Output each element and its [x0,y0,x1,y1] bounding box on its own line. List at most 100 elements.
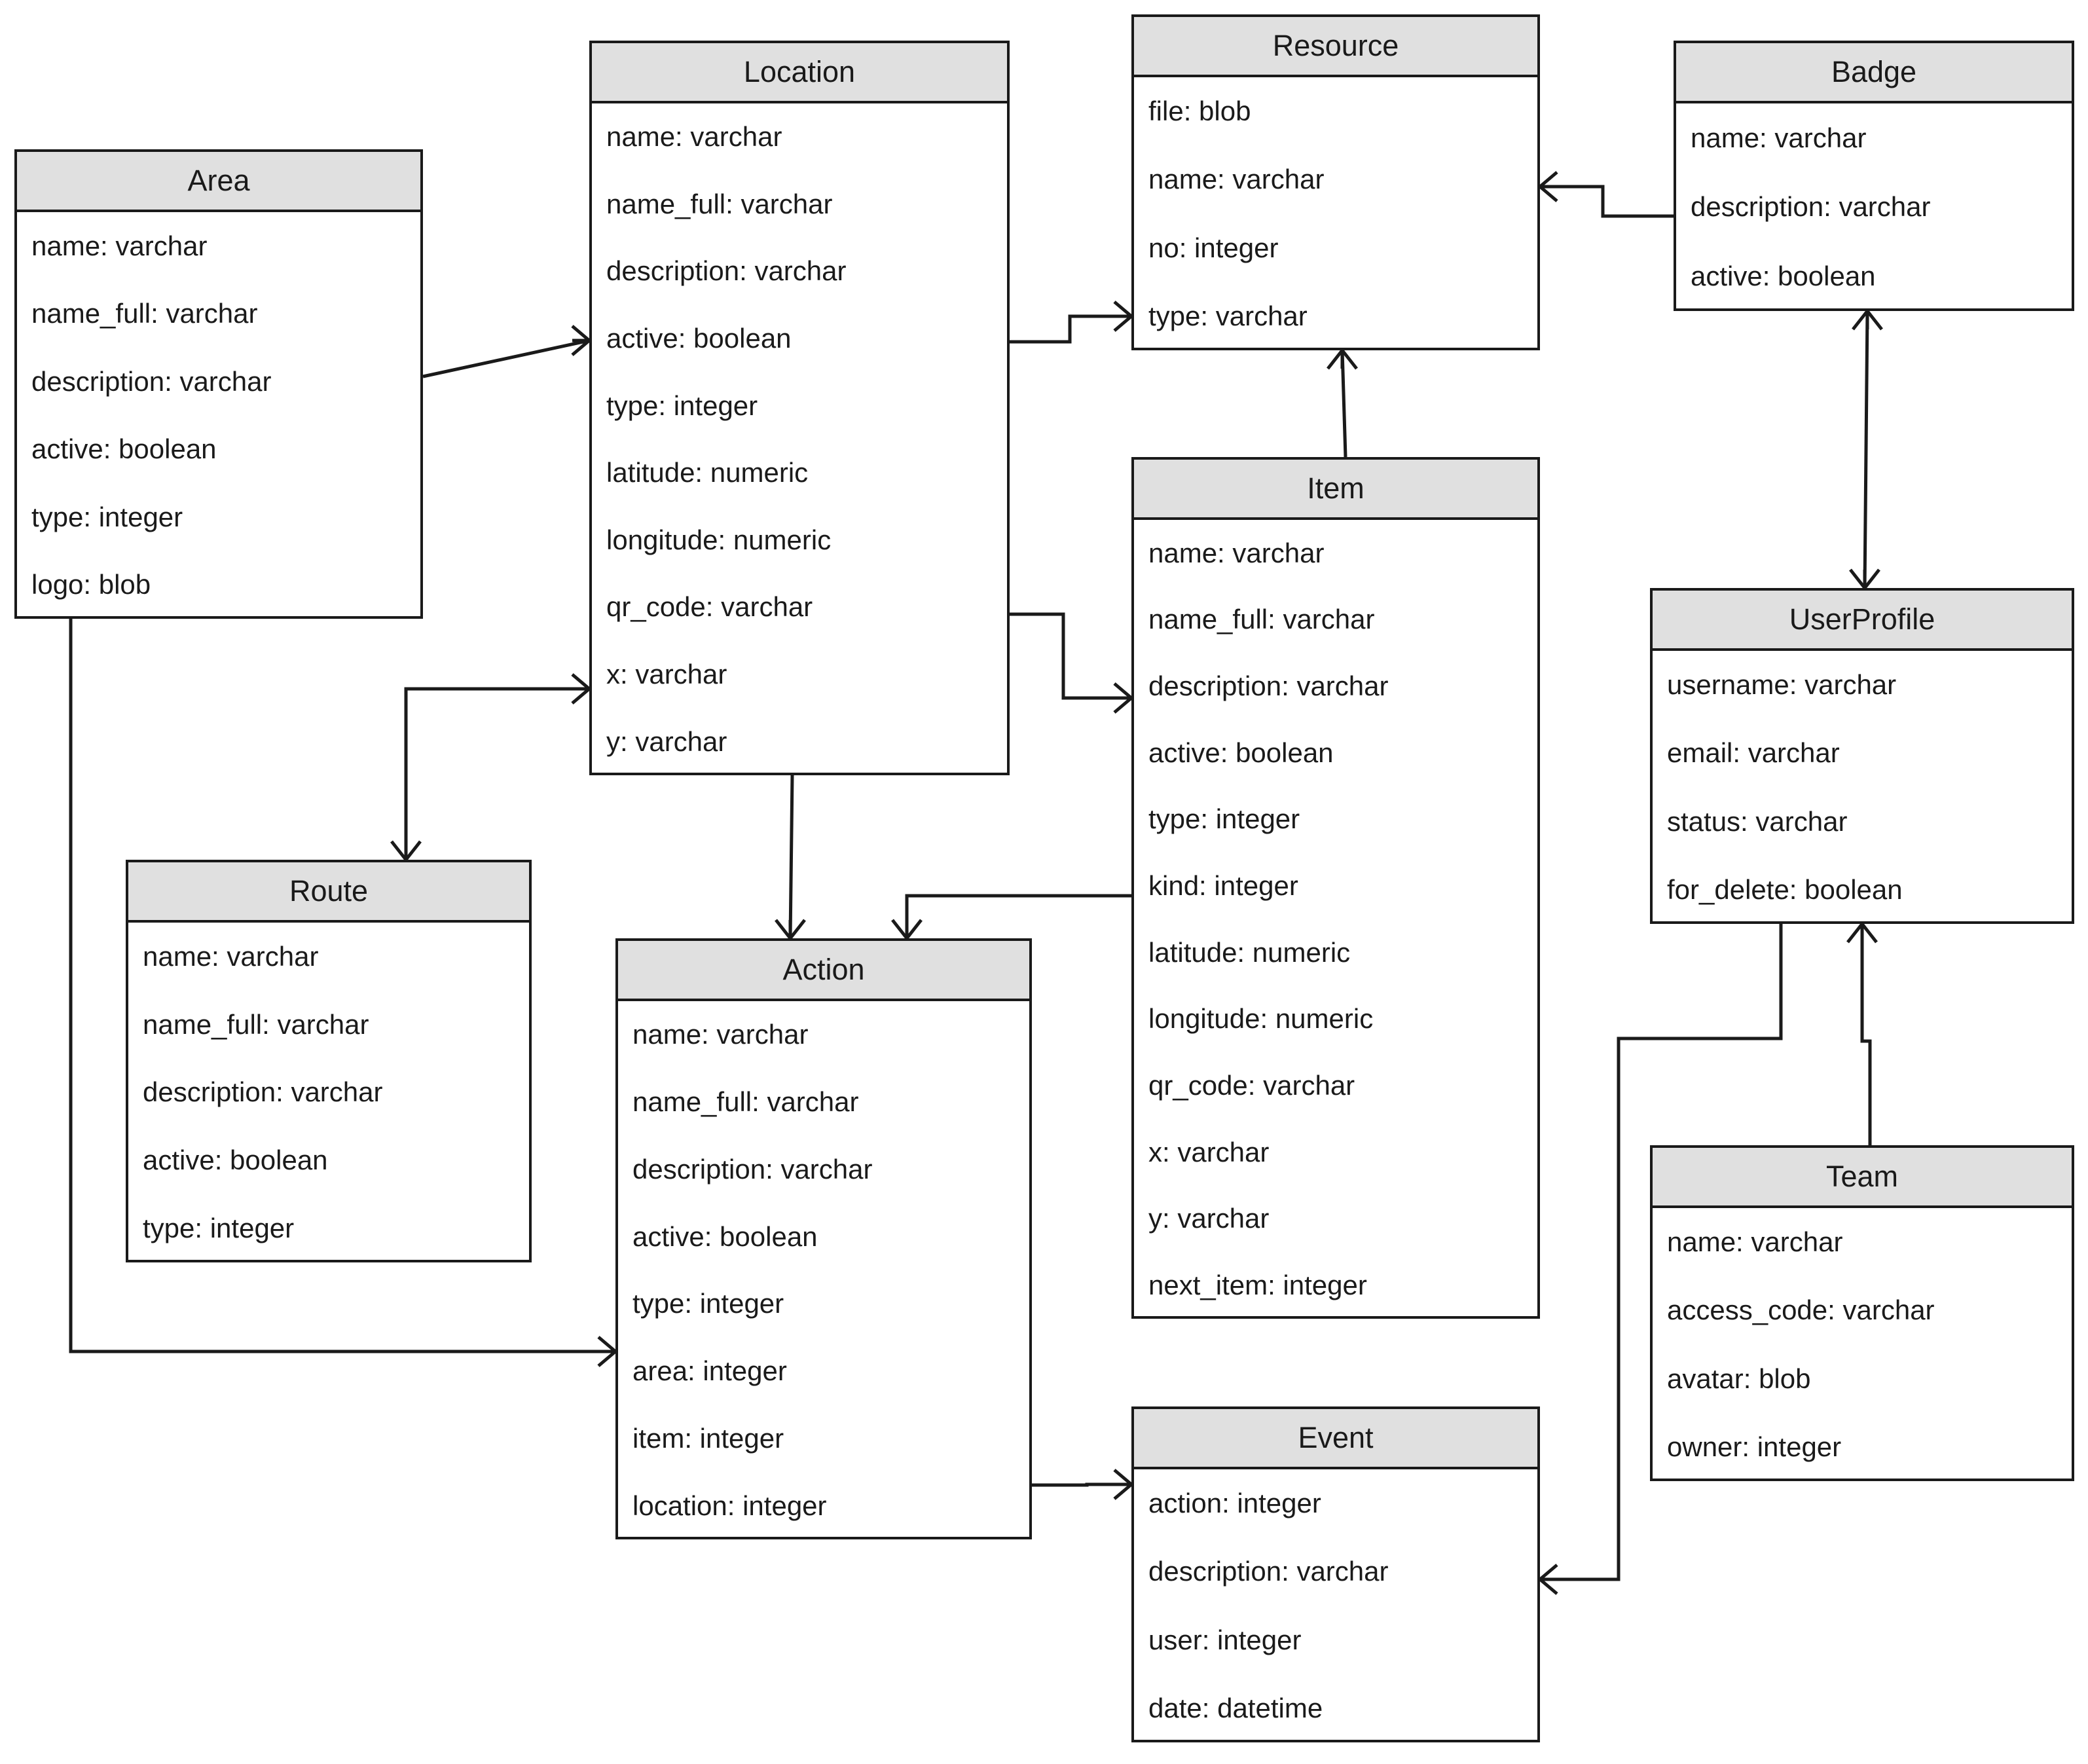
field-row: type: varchar [1148,300,1308,331]
field-row: qr_code: varchar [1148,1070,1355,1101]
field-row: name_full: varchar [1148,604,1375,635]
field-row: name_full: varchar [632,1086,859,1118]
entity-title-area: Area [17,152,420,212]
entity-badge[interactable]: Badge name: varchar description: varchar ac… [1674,41,2074,311]
field-row: description: varchar [31,365,272,397]
field-row: action: integer [1148,1488,1321,1519]
entity-fields-action: name: varchar name_full: varchar descripti… [618,1001,1029,1539]
field-row: name_full: varchar [143,1008,369,1040]
entity-title-location: Location [592,43,1007,103]
entity-title-action: Action [618,941,1029,1001]
field-row: owner: integer [1667,1431,1842,1462]
field-row: next_item: integer [1148,1270,1367,1301]
field-row: latitude: numeric [1148,936,1351,968]
field-row: active: boolean [1691,261,1876,292]
entity-action[interactable]: Action name: varchar name_full: varchar des… [615,938,1032,1539]
field-row: latitude: numeric [606,457,809,488]
entity-title-badge: Badge [1676,43,2072,103]
rel-route-location [390,673,591,861]
entity-fields-userprofile: username: varchar email: varchar status: v… [1653,651,2072,924]
field-row: y: varchar [606,726,727,757]
field-row: file: blob [1148,96,1251,127]
entity-fields-area: name: varchar name_full: varchar descripti… [17,212,420,619]
entity-location[interactable]: Location name: varchar name_full: varchar d… [589,41,1010,775]
field-row: type: integer [632,1288,784,1319]
field-row: name: varchar [31,230,208,261]
field-row: description: varchar [632,1153,873,1185]
field-row: name: varchar [1667,1226,1843,1258]
rel-area-location [422,325,591,378]
field-row: user: integer [1148,1624,1302,1655]
field-row: description: varchar [143,1076,383,1108]
field-row: x: varchar [1148,1136,1270,1167]
field-row: description: varchar [1691,191,1931,223]
entity-userprofile[interactable]: UserProfile username: varchar email: varch… [1650,588,2074,924]
entity-title-item: Item [1134,460,1537,520]
field-row: name: varchar [606,121,782,153]
field-row: y: varchar [1148,1203,1270,1234]
rel-location-action [775,775,806,940]
field-row: longitude: numeric [606,524,832,555]
entity-fields-team: name: varchar access_code: varchar avatar:… [1653,1208,2072,1481]
field-row: location: integer [632,1490,827,1521]
field-row: logo: blob [31,569,151,600]
field-row: description: varchar [1148,1556,1389,1587]
rel-event-team [1539,1481,1621,1595]
entity-event[interactable]: Event action: integer description: varchar… [1131,1406,1540,1742]
rel-resource-badge [1539,171,1674,218]
rel-action-event [1032,1469,1133,1500]
field-row: description: varchar [1148,671,1389,702]
entity-fields-item: name: varchar name_full: varchar descripti… [1134,520,1537,1319]
entity-fields-badge: name: varchar description: varchar active:… [1676,103,2072,311]
field-row: type: integer [606,390,758,421]
field-row: kind: integer [1148,870,1298,902]
field-row: type: integer [143,1213,295,1244]
field-row: qr_code: varchar [606,591,813,623]
entity-fields-event: action: integer description: varchar user:… [1134,1469,1537,1742]
field-row: no: integer [1148,232,1279,263]
field-row: area: integer [632,1355,787,1387]
field-row: description: varchar [606,255,847,287]
field-row: type: integer [1148,803,1300,835]
field-row: active: boolean [632,1221,818,1252]
field-row: date: datetime [1148,1692,1323,1723]
field-row: username: varchar [1667,669,1897,701]
entity-title-event: Event [1134,1409,1537,1469]
entity-item[interactable]: Item name: varchar name_full: varchar descr… [1131,457,1540,1319]
rel-badge-userprofile [1849,310,1883,589]
field-row: active: boolean [31,433,217,465]
field-row: type: integer [31,501,183,532]
field-row: access_code: varchar [1667,1295,1935,1326]
field-row: name: varchar [632,1019,809,1050]
field-row: active: boolean [1148,737,1334,768]
entity-title-resource: Resource [1134,17,1537,77]
field-row: name: varchar [1148,537,1325,568]
field-row: x: varchar [606,659,727,690]
field-row: name: varchar [1691,122,1867,153]
entity-title-route: Route [128,862,529,923]
field-row: active: boolean [606,323,792,354]
field-row: name_full: varchar [31,298,258,329]
entity-fields-resource: file: blob name: varchar no: integer type: … [1134,77,1537,350]
field-row: email: varchar [1667,737,1840,769]
rel-item-action [891,894,1131,940]
field-row: active: boolean [143,1145,328,1176]
field-row: status: varchar [1667,805,1848,837]
field-row: name_full: varchar [606,188,833,219]
rel-location-item [1010,612,1133,714]
rel-location-resource [1010,301,1133,344]
entity-area[interactable]: Area name: varchar name_full: varchar descr… [14,149,423,619]
field-row: longitude: numeric [1148,1003,1374,1035]
field-row: name: varchar [1148,164,1325,195]
entity-resource[interactable]: Resource file: blob name: varchar no: integ… [1131,14,1540,350]
entity-fields-location: name: varchar name_full: varchar descripti… [592,103,1007,775]
field-row: avatar: blob [1667,1363,1811,1394]
rel-item-resource [1327,349,1358,458]
field-row: for_delete: boolean [1667,873,1903,905]
entity-title-userprofile: UserProfile [1653,591,2072,651]
field-row: item: integer [632,1422,784,1454]
